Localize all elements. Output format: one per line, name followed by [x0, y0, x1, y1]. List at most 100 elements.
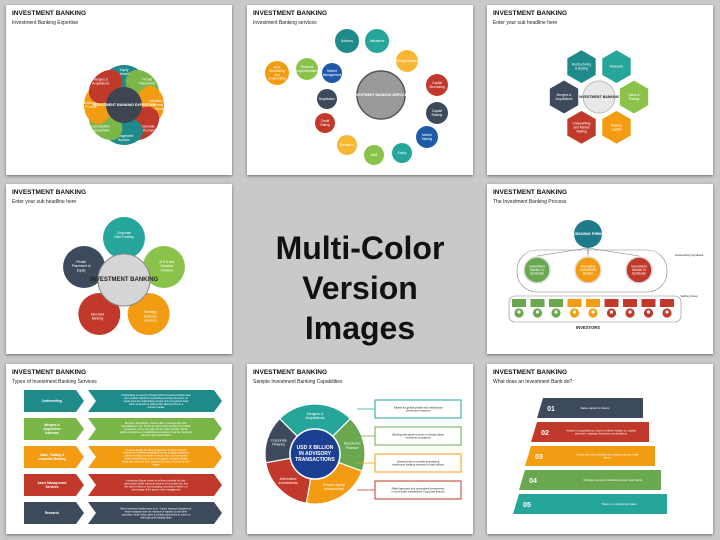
- step-number: 02: [541, 430, 549, 437]
- service-label: Advisory: [341, 39, 354, 43]
- services-circle-diagram: INVESTMENT BANKING SERVICES Advisory Valu…: [265, 29, 448, 165]
- investor-icon: [567, 299, 582, 319]
- capability-note: Relief agencies and specialized investme…: [357, 480, 462, 500]
- step-text: Trade on a proprietary basis: [602, 502, 637, 506]
- service-item: Debt: [364, 145, 384, 165]
- service-label: Valuations: [370, 39, 385, 43]
- slide-subtitle: Types of Investment Banking Services: [12, 379, 97, 385]
- slide-subtitle: Investment Banking Expertise: [12, 20, 79, 26]
- slide-title: INVESTMENT BANKING: [12, 10, 87, 17]
- slide-subtitle: Investment Banking services: [253, 20, 317, 26]
- service-label: Debt: [371, 153, 378, 157]
- slide-subtitle: Enter your sub headline here: [493, 20, 558, 26]
- slide-what-bank-does[interactable]: INVESTMENT BANKING What does an Investme…: [487, 364, 713, 534]
- service-row: Underwriting Underwriting is a service th…: [24, 390, 222, 412]
- service-label: Research: [340, 143, 354, 147]
- service-label: Reorganizations: [395, 59, 418, 63]
- slide-title: INVESTMENT BANKING: [12, 369, 87, 376]
- hexagon: Sales &Trading: [618, 79, 650, 115]
- hexagon: Mergers &Acquisitions: [548, 79, 580, 115]
- pyramid-step: 02 Advise on acquisitions, share or eithe…: [531, 422, 649, 442]
- slide-title: INVESTMENT BANKING: [253, 10, 328, 17]
- row-description: Involves buying & selling of securities …: [122, 449, 190, 467]
- investor-icon: [641, 299, 656, 319]
- slide-capabilities[interactable]: INVESTMENT BANKING Sample Investment Ban…: [247, 364, 473, 534]
- investors-label: INVESTORS: [576, 325, 600, 330]
- step-text: Create and sell securities on institutio…: [576, 452, 639, 459]
- service-item: Research: [337, 135, 357, 155]
- slide-title: INVESTMENT BANKING: [253, 369, 328, 376]
- slide-expertise[interactable]: INVESTMENT BANKING Investment Banking Ex…: [6, 5, 232, 175]
- investor-icon: [586, 299, 600, 319]
- step-text: Advise on acquisitions, share or either …: [566, 428, 636, 435]
- step-text: Manage money for institutional and retai…: [583, 478, 643, 482]
- issuing-firm-label: ISSUING FIRM: [574, 231, 602, 236]
- slide-subtitle: What does an Investment Bank do?: [493, 379, 573, 385]
- pyramid-step: 05 Trade on a proprietary basis: [513, 494, 667, 514]
- center-label: INVESTMENT BANKING: [579, 95, 620, 99]
- center-label: INVESTMENT BANKING SERVICES: [353, 93, 410, 97]
- step-number: 01: [547, 406, 555, 413]
- slide-types[interactable]: INVESTMENT BANKING Types of Investment B…: [6, 364, 232, 534]
- investor-icon: [549, 299, 563, 319]
- hexagon-label: Research: [610, 65, 624, 69]
- slide-puzzle[interactable]: INVESTMENT BANKING Enter your sub headli…: [6, 184, 232, 354]
- step-number: 05: [523, 502, 531, 509]
- row-description: Most investment banks have an in - house…: [120, 508, 192, 520]
- center-label: INVESTMENT BANKING: [90, 277, 159, 283]
- hexagon-label: Mergers &Acquisitions: [555, 93, 572, 101]
- step-text: Raise capital for clients: [581, 406, 610, 410]
- slide-services[interactable]: INVESTMENT BANKING Investment Banking se…: [247, 5, 473, 175]
- investor-icon: [604, 299, 619, 319]
- pyramid-step: 01 Raise capital for clients: [537, 398, 643, 418]
- service-label: Negotiation: [319, 97, 335, 101]
- investor-icon: [530, 299, 545, 319]
- row-label: Underwriting: [42, 399, 62, 403]
- note-text: Raised for global private and institutio…: [394, 405, 443, 412]
- slide-subtitle: Sample Investment Banking Capabilities: [253, 379, 343, 385]
- hexagon-label: Sales &Trading: [629, 93, 641, 101]
- service-item: Valuations: [365, 29, 389, 53]
- slide-process[interactable]: INVESTMENT BANKING The Investment Bankin…: [487, 184, 713, 354]
- slide-hexagons[interactable]: INVESTMENT BANKING Enter your sub headli…: [487, 5, 713, 175]
- slide-subtitle: Enter your sub headline here: [12, 199, 77, 205]
- headline-line-2: Version Images: [302, 270, 418, 346]
- service-row: Sales, Trading &corporate BrokingInvolve…: [24, 446, 222, 468]
- row-description: Underwriting is a service through which …: [121, 394, 191, 409]
- capability-note: Working with governments on foreign dire…: [357, 426, 462, 446]
